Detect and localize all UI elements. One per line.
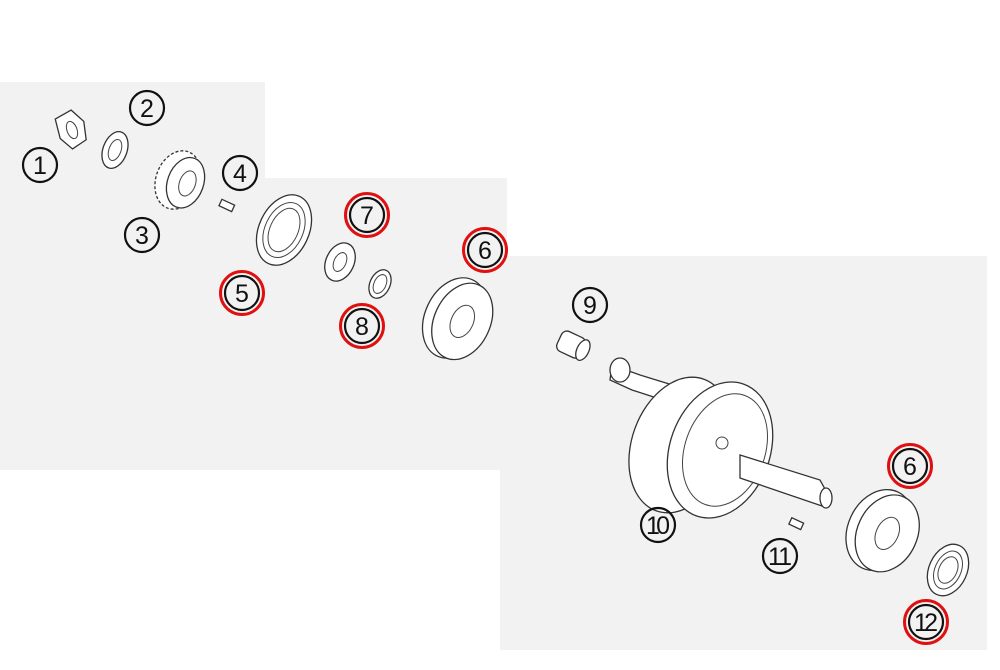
callout-circle (123, 216, 161, 254)
callout-number: 2 (140, 95, 154, 123)
woodruff-key-part (788, 516, 805, 531)
woodruff-key-part (218, 198, 236, 213)
callout-number: 7 (360, 202, 374, 230)
highlight-ring (344, 192, 390, 238)
highlight-ring (219, 270, 265, 316)
callout-number: 1 (33, 152, 47, 180)
callout-circle (128, 89, 166, 127)
callout-number: 10 (646, 512, 670, 540)
callout-number: 8 (355, 313, 369, 341)
callout-circle (639, 506, 677, 544)
callout-circle (891, 447, 929, 485)
callout-circle (907, 603, 945, 641)
callout-3: 3 (123, 216, 161, 254)
ball-bearing-part (845, 488, 920, 573)
callout-2: 2 (128, 89, 166, 127)
ball-bearing-part (421, 277, 494, 361)
callout-circle (21, 146, 59, 184)
callout-circle (761, 537, 799, 575)
callout-number: 11 (768, 543, 792, 571)
highlight-ring (903, 599, 949, 645)
callout-11: 11 (761, 537, 799, 575)
gear-part (154, 150, 206, 210)
shaft-seal-part (926, 543, 970, 597)
washer-part (101, 131, 129, 169)
callout-circle (571, 286, 609, 324)
callout-number: 12 (914, 609, 938, 637)
callout-10: 10 (639, 506, 677, 544)
callout-circle (221, 154, 259, 192)
callout-circle (343, 307, 381, 345)
callout-number: 9 (583, 292, 597, 320)
callout-circle (466, 231, 504, 269)
callout-6b: 6 (887, 443, 933, 489)
background-panel (0, 82, 987, 650)
callout-circle (223, 274, 261, 312)
callout-8: 8 (339, 303, 385, 349)
washer-part (324, 242, 356, 282)
callout-9: 9 (571, 286, 609, 324)
callout-number: 3 (135, 222, 149, 250)
needle-bearing-part (555, 330, 591, 362)
callout-number: 5 (235, 280, 249, 308)
callout-1: 1 (21, 146, 59, 184)
callout-6a: 6 (462, 227, 508, 273)
callout-12: 12 (903, 599, 949, 645)
callout-number: 6 (903, 453, 917, 481)
nut-part (54, 109, 87, 150)
shaft-seal-part (255, 194, 313, 266)
callout-7: 7 (344, 192, 390, 238)
callout-number: 6 (478, 237, 492, 265)
callout-4: 4 (221, 154, 259, 192)
ring-part (368, 269, 392, 299)
callout-number: 4 (233, 160, 247, 188)
callout-5: 5 (219, 270, 265, 316)
callout-circle (348, 196, 386, 234)
highlight-ring (887, 443, 933, 489)
crankshaft-part (609, 357, 833, 519)
highlight-ring (462, 227, 508, 273)
highlight-ring (339, 303, 385, 349)
